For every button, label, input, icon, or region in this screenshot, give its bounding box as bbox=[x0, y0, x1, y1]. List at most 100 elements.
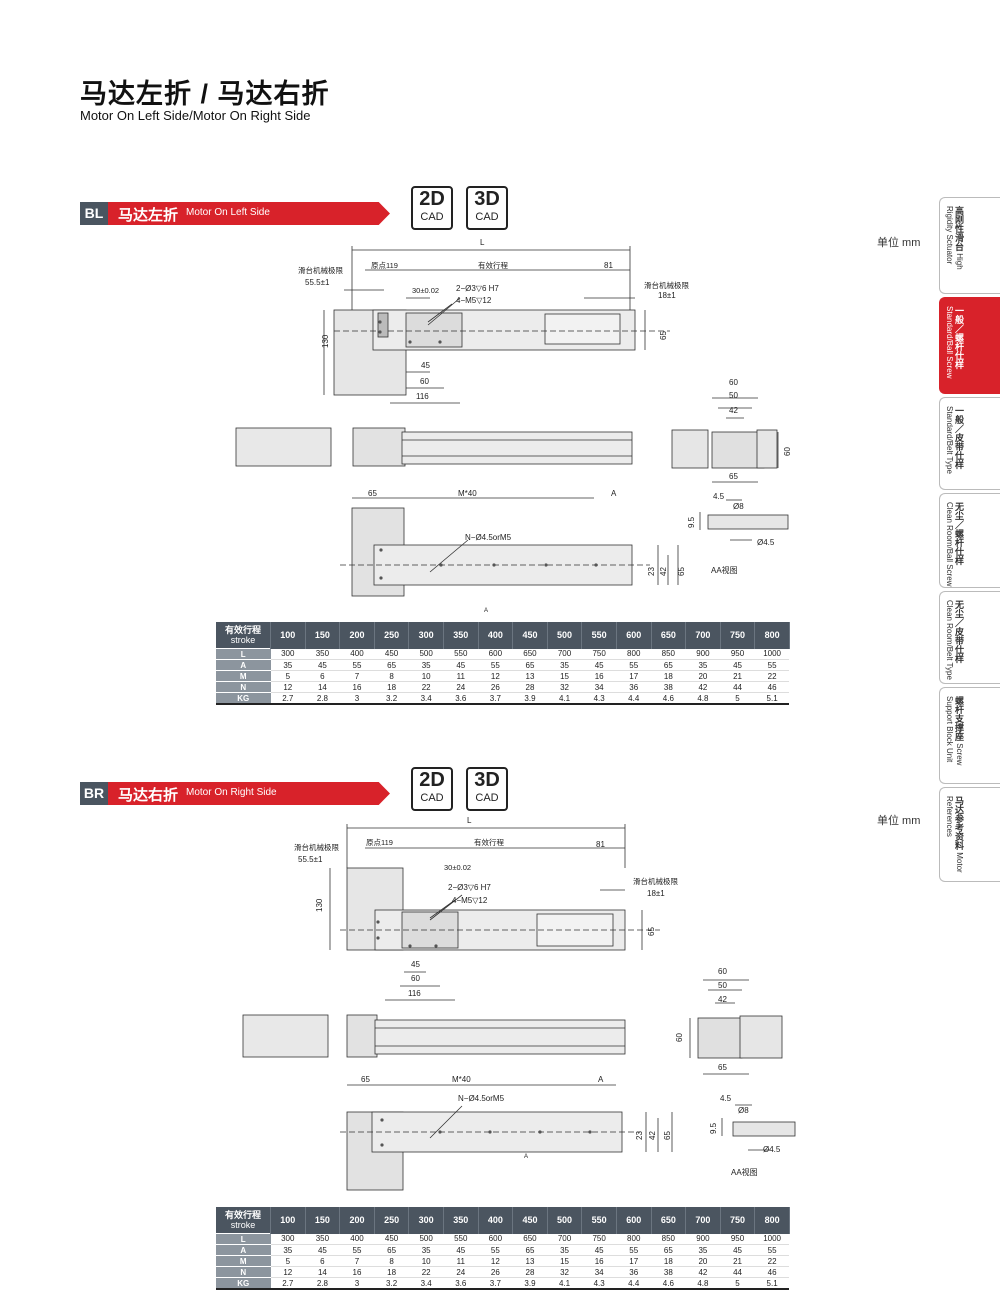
svg-text:50: 50 bbox=[718, 981, 727, 990]
page-subtitle: Motor On Left Side/Motor On Right Side bbox=[80, 108, 311, 123]
stroke-value: 600 bbox=[616, 622, 652, 649]
table-cell: 55 bbox=[616, 1244, 652, 1256]
row-label: A bbox=[216, 659, 271, 671]
table-cell: 17 bbox=[616, 1255, 652, 1267]
table-cell: 300 bbox=[270, 1233, 306, 1245]
svg-text:60: 60 bbox=[718, 967, 727, 976]
table-cell: 55 bbox=[754, 659, 790, 671]
svg-text:M*40: M*40 bbox=[452, 1075, 471, 1084]
svg-text:有效行程: 有效行程 bbox=[474, 837, 504, 847]
table-cell: 750 bbox=[581, 1233, 617, 1245]
svg-text:原点119: 原点119 bbox=[371, 261, 398, 270]
table-cell: 6 bbox=[305, 1255, 340, 1267]
svg-text:130: 130 bbox=[321, 334, 330, 348]
row-label: M bbox=[216, 670, 271, 682]
table-cell: 45 bbox=[305, 1244, 340, 1256]
sidebar-tab-motor-references[interactable]: 马达参考资料 Motor References bbox=[939, 787, 1000, 882]
table-cell: 32 bbox=[547, 681, 582, 693]
svg-text:60: 60 bbox=[783, 447, 792, 456]
table-cell: 44 bbox=[720, 1266, 755, 1278]
table-cell: 65 bbox=[651, 1244, 686, 1256]
stroke-value: 500 bbox=[547, 622, 583, 649]
table-cell: 18 bbox=[374, 681, 409, 693]
sidebar-tab-standard-ball-screw[interactable]: 一般／螺杆仕样 Standard/Ball Screw bbox=[939, 297, 1000, 394]
table-cell: 45 bbox=[720, 659, 755, 671]
section-title-cn: 马达左折 bbox=[118, 207, 179, 224]
table-cell: 3.9 bbox=[512, 692, 548, 705]
sidebar-tab-screw-support[interactable]: 螺杆支撑座 Screw Support Block Unit bbox=[939, 687, 1000, 784]
sidebar-tab-high-rigidity[interactable]: 高刚性滑台 High Rigidity Sctuator bbox=[939, 197, 1000, 294]
table-cell: 55 bbox=[754, 1244, 790, 1256]
table-cell: 750 bbox=[581, 648, 617, 660]
table-cell: 4.1 bbox=[547, 692, 582, 705]
row-label: KG bbox=[216, 1277, 271, 1290]
table-cell: 42 bbox=[685, 1266, 721, 1278]
table-cell: 2.7 bbox=[270, 692, 306, 705]
table-cell: 3.7 bbox=[478, 1277, 513, 1290]
table-cell: 32 bbox=[547, 1266, 582, 1278]
stroke-value: 800 bbox=[754, 1207, 790, 1234]
table-cell: 21 bbox=[720, 670, 755, 682]
table-cell: 35 bbox=[270, 659, 306, 671]
table-cell: 65 bbox=[651, 659, 686, 671]
svg-text:23: 23 bbox=[647, 567, 656, 576]
svg-text:2−Ø3▽6 H7: 2−Ø3▽6 H7 bbox=[456, 284, 499, 293]
page-title: 马达左折 / 马达右折 bbox=[80, 79, 330, 109]
table-cell: 55 bbox=[339, 659, 375, 671]
table-cell: 26 bbox=[478, 681, 513, 693]
table-cell: 850 bbox=[651, 648, 686, 660]
svg-text:65: 65 bbox=[361, 1075, 370, 1084]
table-cell: 7 bbox=[339, 1255, 375, 1267]
stroke-value: 200 bbox=[339, 622, 375, 649]
stroke-value: 550 bbox=[581, 622, 617, 649]
row-label: KG bbox=[216, 692, 271, 705]
table-cell: 550 bbox=[443, 1233, 479, 1245]
table-cell: 45 bbox=[720, 1244, 755, 1256]
table-cell: 16 bbox=[581, 670, 617, 682]
unit-label: 单位 mm bbox=[877, 237, 921, 249]
table-cell: 3.9 bbox=[512, 1277, 548, 1290]
table-cell: 16 bbox=[581, 1255, 617, 1267]
table-cell: 36 bbox=[616, 1266, 652, 1278]
table-cell: 600 bbox=[478, 1233, 513, 1245]
svg-text:81: 81 bbox=[604, 261, 613, 270]
svg-text:4.5: 4.5 bbox=[720, 1094, 732, 1103]
stroke-value: 500 bbox=[547, 1207, 583, 1234]
svg-text:65: 65 bbox=[663, 1131, 672, 1140]
table-cell: 350 bbox=[305, 1233, 340, 1245]
table-cell: 35 bbox=[547, 659, 582, 671]
table-cell: 5.1 bbox=[754, 1277, 790, 1290]
table-cell: 450 bbox=[374, 1233, 409, 1245]
unit-label: 单位 mm bbox=[877, 815, 921, 827]
stroke-value: 650 bbox=[651, 1207, 687, 1234]
table-cell: 5 bbox=[720, 1277, 755, 1290]
stroke-value: 150 bbox=[305, 1207, 341, 1234]
row-label: A bbox=[216, 1244, 271, 1256]
table-cell: 65 bbox=[374, 659, 409, 671]
stroke-value: 400 bbox=[478, 1207, 514, 1234]
table-cell: 400 bbox=[339, 648, 375, 660]
sidebar-tab-clean-ball-screw[interactable]: 无尘／螺杆仕样 Clean Room/Ball Screw bbox=[939, 493, 1000, 588]
table-cell: 45 bbox=[443, 1244, 479, 1256]
table-cell: 600 bbox=[478, 648, 513, 660]
table-cell: 650 bbox=[512, 1233, 548, 1245]
stroke-value: 450 bbox=[512, 1207, 548, 1234]
table-cell: 45 bbox=[443, 659, 479, 671]
table-cell: 4.4 bbox=[616, 1277, 652, 1290]
table-cell: 4.3 bbox=[581, 692, 617, 705]
table-cell: 20 bbox=[685, 670, 721, 682]
sidebar-tab-clean-belt[interactable]: 无尘／皮带仕样 Clean Room/Belt Type bbox=[939, 591, 1000, 684]
table-cell: 5 bbox=[720, 692, 755, 705]
sidebar-tab-standard-belt[interactable]: 一般／皮带仕样 Standard/Belt Type bbox=[939, 397, 1000, 490]
table-cell: 45 bbox=[581, 1244, 617, 1256]
table-cell: 3.6 bbox=[443, 1277, 479, 1290]
